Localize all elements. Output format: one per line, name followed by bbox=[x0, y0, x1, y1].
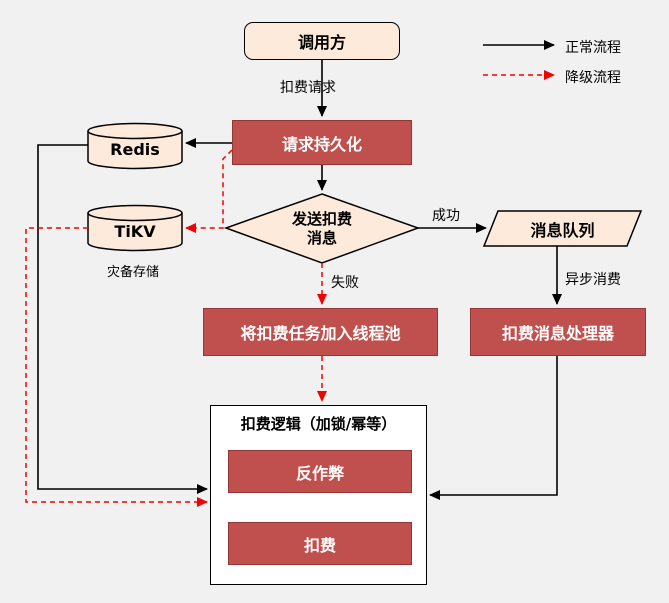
deduct-logic-title: 扣费逻辑（加锁/幂等） bbox=[240, 415, 397, 433]
caller-node: 调用方 bbox=[244, 22, 400, 60]
caller-label: 调用方 bbox=[297, 33, 346, 52]
async-consume-label: 异步消费 bbox=[565, 272, 621, 288]
request-label: 扣费请求 bbox=[280, 80, 336, 96]
send-message-decision-label: 发送扣费 消息 bbox=[262, 209, 382, 249]
persist-label: 请求持久化 bbox=[281, 134, 362, 154]
anti-cheat-node: 反作弊 bbox=[228, 450, 412, 493]
persist-node: 请求持久化 bbox=[232, 120, 412, 165]
success-label: 成功 bbox=[432, 208, 460, 224]
edge-tikv-to-logicbox bbox=[25, 227, 208, 507]
message-queue-shape bbox=[482, 210, 643, 247]
legend-normal-label: 正常流程 bbox=[565, 40, 621, 56]
thread-pool-node: 将扣费任务加入线程池 bbox=[203, 308, 438, 356]
fail-label: 失败 bbox=[331, 275, 359, 291]
message-processor-label: 扣费消息处理器 bbox=[501, 324, 614, 343]
tikv-label: TiKV bbox=[114, 221, 156, 241]
deduct-node: 扣费 bbox=[228, 522, 412, 565]
decision-label-line1: 发送扣费 bbox=[291, 210, 352, 228]
deduct-label: 扣费 bbox=[303, 535, 336, 555]
tikv-cylinder bbox=[87, 204, 183, 252]
tikv-caption: 灾备存储 bbox=[107, 265, 160, 280]
edge-processor-to-logicbox bbox=[429, 356, 558, 500]
decision-label-line2: 消息 bbox=[306, 229, 337, 247]
thread-pool-label: 将扣费任务加入线程池 bbox=[240, 324, 401, 343]
edge-redis-to-logicbox bbox=[37, 144, 208, 494]
legend-degraded-label: 降级流程 bbox=[565, 70, 621, 86]
redis-cylinder bbox=[87, 122, 183, 170]
anti-cheat-label: 反作弊 bbox=[295, 463, 344, 483]
redis-label: Redis bbox=[110, 139, 160, 159]
message-queue-label: 消息队列 bbox=[530, 220, 595, 240]
message-processor-node: 扣费消息处理器 bbox=[470, 308, 646, 356]
edge-persist-to-tikv bbox=[185, 149, 233, 233]
